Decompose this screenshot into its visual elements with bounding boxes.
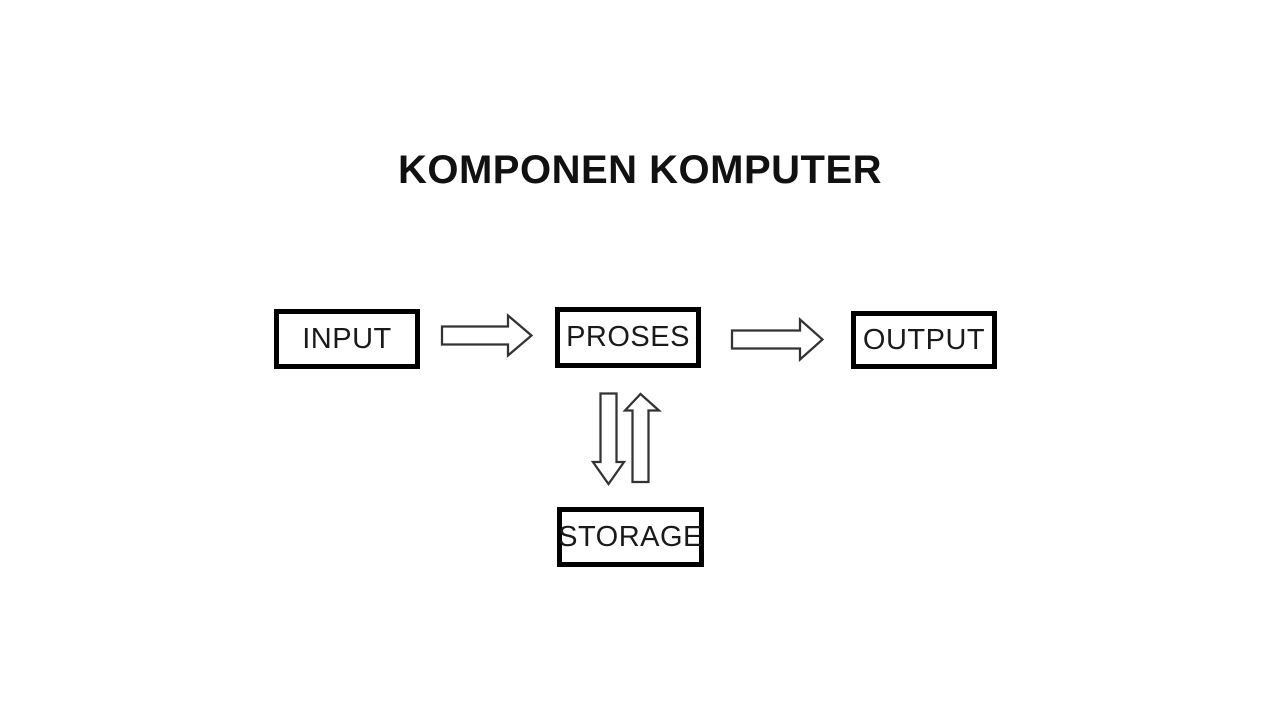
node-output-label: OUTPUT <box>862 323 986 356</box>
node-storage: STORAGE <box>557 507 704 567</box>
diagram-title: KOMPONEN KOMPUTER <box>397 148 883 192</box>
right-arrow-icon-input-to-proses <box>440 313 534 358</box>
node-input: INPUT <box>274 309 420 369</box>
node-output: OUTPUT <box>851 311 997 369</box>
down-arrow-icon-proses-to-storage <box>590 392 627 486</box>
node-input-label: INPUT <box>302 322 392 355</box>
node-proses: PROSES <box>555 307 701 368</box>
up-arrow-icon-storage-to-proses <box>622 392 662 484</box>
node-storage-label: STORAGE <box>558 520 703 553</box>
node-proses-label: PROSES <box>566 321 690 353</box>
right-arrow-icon-proses-to-output <box>730 316 825 363</box>
